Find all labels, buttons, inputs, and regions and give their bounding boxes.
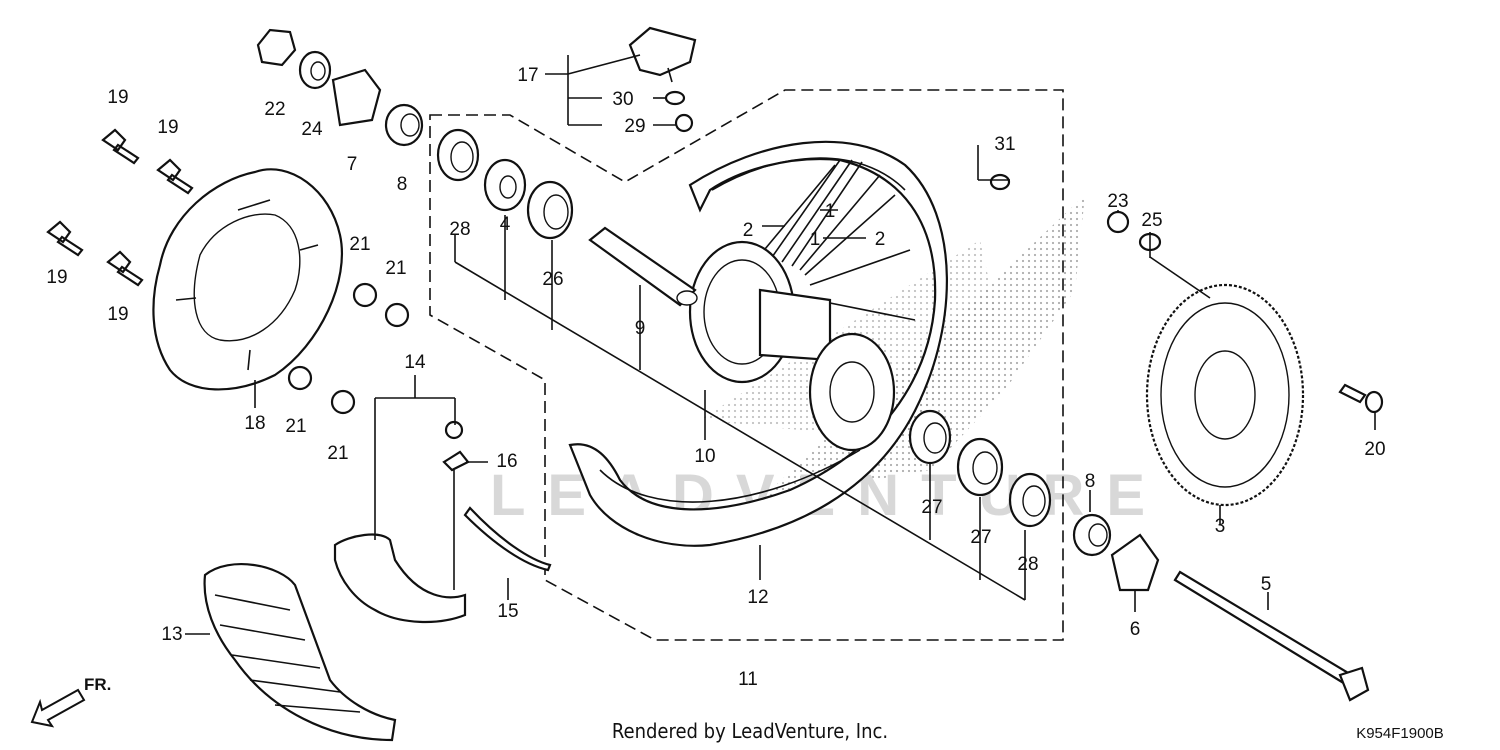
label-25: 25 <box>1141 210 1162 231</box>
nut-23 <box>1106 210 1130 234</box>
adjuster-6 <box>1110 533 1160 592</box>
label-16: 16 <box>496 451 517 472</box>
bearing-28-right <box>1008 472 1052 528</box>
label-22: 22 <box>264 99 285 120</box>
rim <box>568 140 948 547</box>
label-4: 4 <box>500 214 511 235</box>
rim-band <box>463 506 552 572</box>
front-arrow-icon <box>30 688 86 728</box>
label-17: 17 <box>517 65 538 86</box>
label-29: 29 <box>624 116 645 137</box>
label-18: 18 <box>244 413 265 434</box>
label-3: 3 <box>1215 516 1226 537</box>
label-30: 30 <box>612 89 633 110</box>
label-8-top: 8 <box>397 174 408 195</box>
sprocket-nuts-21 <box>287 282 410 415</box>
side-collar-8-top <box>384 103 424 147</box>
label-21-d: 21 <box>327 443 348 464</box>
label-10: 10 <box>694 446 715 467</box>
label-9: 9 <box>635 318 646 339</box>
brake-disc <box>152 168 344 391</box>
label-14: 14 <box>404 352 426 373</box>
label-19-b: 19 <box>157 117 178 138</box>
label-26: 26 <box>542 269 563 290</box>
label-21-a: 21 <box>349 234 370 255</box>
spokes <box>759 159 916 321</box>
collar <box>588 226 698 307</box>
label-8-bottom: 8 <box>1085 471 1096 492</box>
label-5: 5 <box>1261 574 1272 595</box>
dust-seal <box>483 158 527 212</box>
label-27-b: 27 <box>970 527 991 548</box>
label-19-c: 19 <box>46 267 67 288</box>
label-21-b: 21 <box>385 258 406 279</box>
label-28-left: 28 <box>449 219 470 240</box>
label-1-a: 1 <box>825 201 836 222</box>
label-28-right: 28 <box>1017 554 1038 575</box>
label-13: 13 <box>161 624 182 645</box>
label-2-b: 2 <box>875 229 886 250</box>
footer-credit: Rendered by LeadVenture, Inc. <box>612 719 888 743</box>
label-15: 15 <box>497 601 518 622</box>
front-label: FR. <box>84 675 111 694</box>
rim-lock <box>628 26 697 83</box>
adjuster-7 <box>331 68 382 127</box>
bearing-28-left <box>436 128 480 182</box>
driven-sprocket <box>1145 283 1305 507</box>
part-labels: 1 1 2 2 3 4 5 6 7 8 8 9 10 11 12 13 14 1… <box>46 65 1385 690</box>
nut-22 <box>256 28 297 67</box>
label-27-a: 27 <box>921 497 942 518</box>
cap-31 <box>989 173 1011 191</box>
diagram-code: K954F1900B <box>1356 725 1444 742</box>
nut-29 <box>674 113 694 133</box>
bearing-26 <box>526 180 574 240</box>
bearing-27-a <box>908 409 952 465</box>
label-7: 7 <box>347 154 358 175</box>
label-31: 31 <box>994 134 1015 155</box>
label-1-b: 1 <box>810 229 821 250</box>
disc-bolts <box>46 128 194 287</box>
label-23: 23 <box>1107 191 1128 212</box>
wheel-assembly-frame <box>429 89 1064 641</box>
front-direction-indicator: FR. <box>30 675 111 728</box>
valve <box>442 420 470 590</box>
label-20: 20 <box>1364 439 1385 460</box>
label-19-a: 19 <box>107 87 128 108</box>
axle <box>1173 570 1370 702</box>
bearing-27-b <box>956 437 1004 497</box>
bolt-20 <box>1338 383 1384 414</box>
leader-lines <box>185 54 1376 635</box>
label-2-a: 2 <box>743 220 754 241</box>
hub <box>688 240 896 452</box>
nut-30 <box>664 90 686 106</box>
tube <box>333 533 467 623</box>
tire <box>203 563 397 742</box>
label-12: 12 <box>747 587 768 608</box>
label-24: 24 <box>301 119 323 140</box>
side-collar-8-bottom <box>1072 513 1112 557</box>
label-19-d: 19 <box>107 304 128 325</box>
label-6: 6 <box>1130 619 1141 640</box>
label-21-c: 21 <box>285 416 306 437</box>
label-11: 11 <box>738 669 758 690</box>
washer-24 <box>298 50 332 90</box>
